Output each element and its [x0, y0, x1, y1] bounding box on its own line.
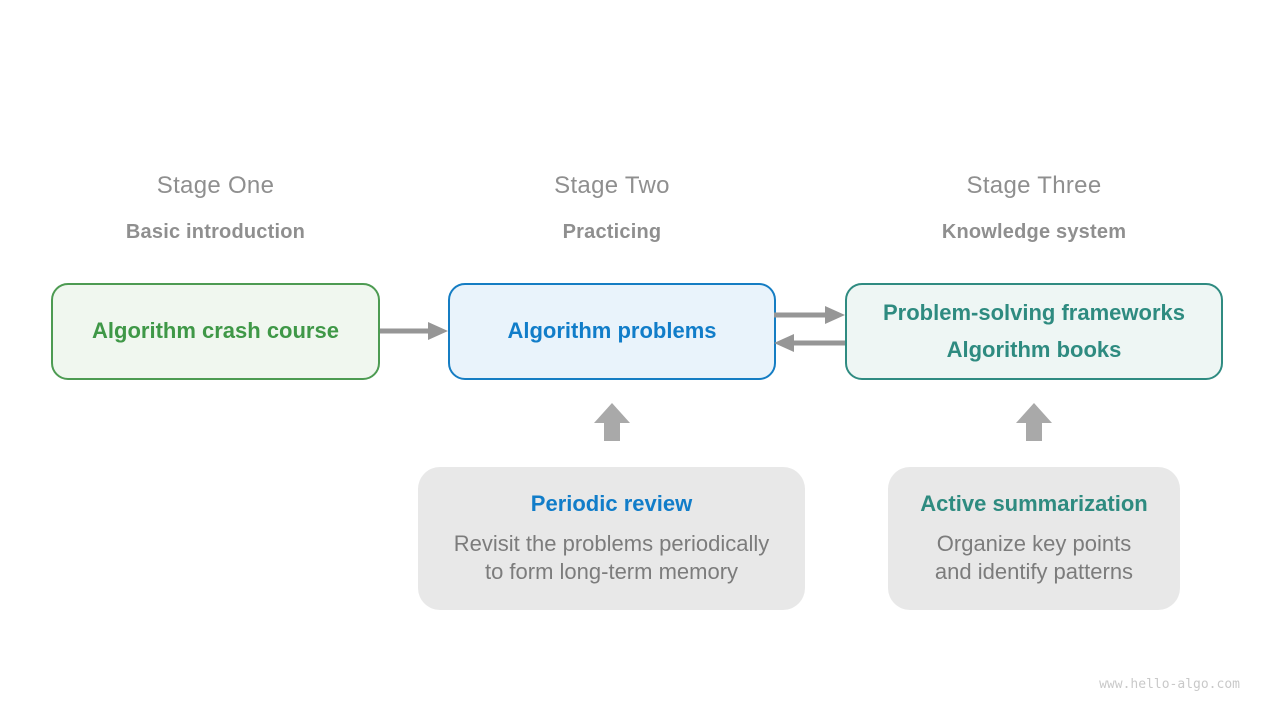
stage-one-title: Stage One [156, 172, 275, 199]
arrow-right-icon [380, 322, 448, 340]
periodic-review-card: Periodic review Revisit the problems per… [418, 467, 805, 610]
active-summarization-body-line-1: Organize key points [936, 530, 1132, 556]
algorithm-problems-box: Algorithm problems [448, 283, 776, 380]
knowledge-system-box: Problem-solving frameworks Algorithm boo… [845, 283, 1223, 380]
algorithm-books-label: Algorithm books [946, 336, 1122, 362]
periodic-review-body: Revisit the problems periodically to for… [454, 530, 769, 586]
active-summarization-card: Active summarization Organize key points… [888, 467, 1180, 610]
active-summarization-body-line-2: and identify patterns [934, 559, 1134, 584]
arrow-right-icon [774, 306, 845, 324]
problem-solving-frameworks-label: Problem-solving frameworks [883, 300, 1185, 326]
algorithm-problems-label: Algorithm problems [507, 318, 717, 344]
stage-three-subtitle: Knowledge system [941, 221, 1127, 243]
arrow-up-icon [1016, 403, 1052, 441]
watermark: www.hello-algo.com [1099, 677, 1240, 692]
periodic-review-title: Periodic review [530, 490, 693, 516]
algorithm-crash-course-box: Algorithm crash course [51, 283, 380, 380]
stage-two-title: Stage Two [554, 172, 670, 199]
periodic-review-body-line-1: Revisit the problems periodically [453, 530, 770, 556]
active-summarization-title: Active summarization [920, 490, 1148, 516]
active-summarization-body: Organize key points and identify pattern… [935, 530, 1133, 586]
stage-one-subtitle: Basic introduction [125, 221, 306, 243]
arrow-bidirectional-icon [774, 306, 845, 352]
arrow-left-icon [774, 334, 845, 352]
algorithm-crash-course-label: Algorithm crash course [92, 318, 339, 344]
arrow-up-icon [594, 403, 630, 441]
periodic-review-body-line-2: to form long-term memory [484, 559, 739, 584]
stage-two-subtitle: Practicing [562, 221, 662, 243]
stage-three-title: Stage Three [966, 172, 1102, 199]
